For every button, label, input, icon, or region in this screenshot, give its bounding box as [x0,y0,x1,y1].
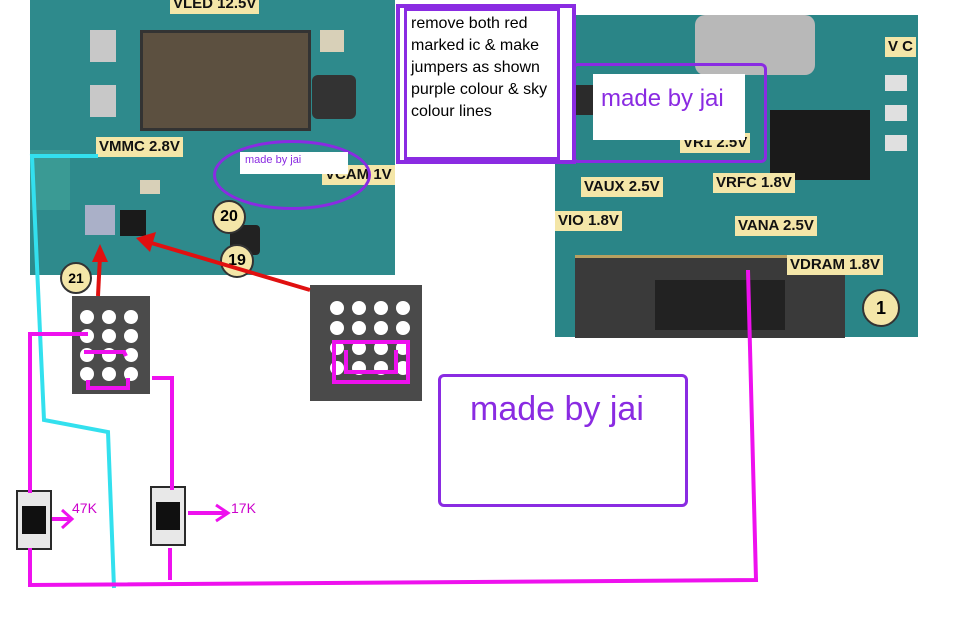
watermark-box-top [572,63,767,163]
pad [102,329,116,343]
inductor [312,75,356,119]
pad [374,301,388,315]
badge-1: 1 [862,289,900,327]
pad [102,310,116,324]
resistor-label-47k: 47K [72,500,97,516]
watermark-top-bg [593,74,745,140]
pad [374,341,388,355]
pad [102,367,116,381]
pad [124,367,138,381]
resistor-17k [150,486,186,546]
label-vdram: VDRAM 1.8V [787,255,884,275]
connector [140,30,311,131]
component [885,135,907,151]
watermark-box-big [438,374,688,507]
sky-jumper-line [29,154,116,589]
component [120,210,146,236]
purple-pad-link [344,350,398,374]
watermark-big: made by jai [470,390,644,428]
label-vc: V C [885,37,917,57]
component [90,30,116,62]
label-vaux: VAUX 2.5V [581,177,663,197]
ic-closeup-left [72,296,150,394]
resistor-47k [16,490,52,550]
instruction-note: remove both red marked ic & make jumpers… [404,8,560,160]
resistor-body [156,502,180,530]
pad [124,310,138,324]
label-vrfc: VRFC 1.8V [713,173,795,193]
arrow-head [60,508,75,530]
pad [352,321,366,335]
pad [80,367,94,381]
component [320,30,344,52]
pad [124,329,138,343]
pad [80,310,94,324]
arrow-head [215,503,231,523]
label-vled: VLED 12.5V [170,0,260,14]
resistor-label-17k: 17K [231,500,256,516]
component [140,180,160,194]
resistor-body [22,506,46,534]
purple-pad-link [84,350,128,357]
pad [396,301,410,315]
label-vana: VANA 2.5V [735,216,817,236]
label-vio: VIO 1.8V [555,211,622,231]
pad [374,321,388,335]
purple-ground-line [28,269,759,588]
component [90,85,116,117]
watermark-top: made by jai [601,85,724,112]
purple-jumper-left [28,332,88,493]
label-vmmc: VMMC 2.8V [96,137,183,157]
purple-pad-outline [332,340,410,384]
watermark-ellipse [213,140,371,210]
pad [330,321,344,335]
ic [655,280,785,330]
pcb-photo-right: VR1 2.5V V C VAUX 2.5V VRFC 1.8V VIO 1.8… [555,15,918,338]
component [770,110,870,180]
purple-pad-link [86,378,130,390]
purple-jumper-middle [152,376,174,490]
pad [124,348,138,362]
red-arrowhead [136,232,156,252]
watermark-small: made by jai [245,154,302,166]
red-arrow-left [96,255,102,297]
component [885,75,907,91]
component [85,205,115,235]
pad [352,341,366,355]
pad [352,301,366,315]
red-arrowhead [92,244,108,262]
pad [330,301,344,315]
pcb-area [30,150,70,210]
red-arrow-right [147,240,311,292]
component [885,105,907,121]
pad [396,321,410,335]
watermark-small-bg [240,152,348,174]
badge-21: 21 [60,262,92,294]
badge-20: 20 [212,200,246,234]
